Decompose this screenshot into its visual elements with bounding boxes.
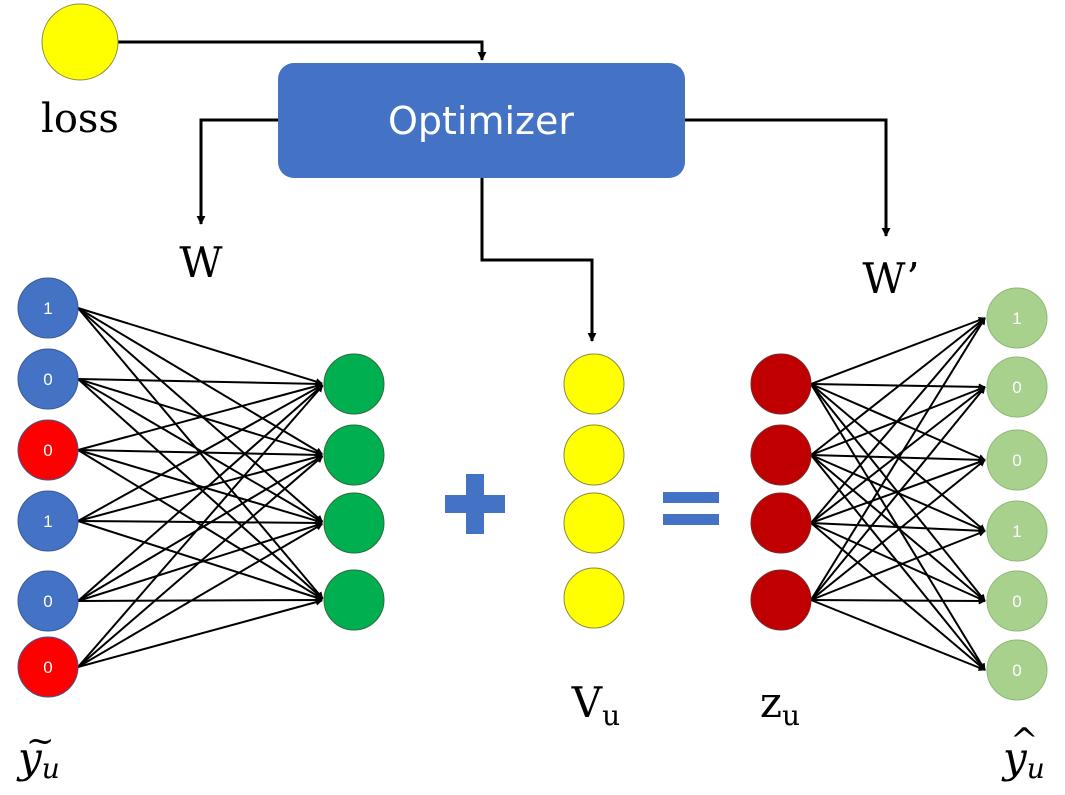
zu-node xyxy=(750,569,812,631)
encoder-edge xyxy=(77,455,324,668)
decoder-edge xyxy=(810,458,986,524)
hidden-node xyxy=(323,492,385,554)
zu-node xyxy=(750,424,812,486)
loss-node xyxy=(41,3,119,81)
optimizer-flow xyxy=(118,40,891,342)
svg-text:~: ~ xyxy=(26,721,55,761)
vu-node xyxy=(563,353,625,415)
output-node xyxy=(986,287,1048,349)
optimizer-to-vu-arrow xyxy=(480,178,597,342)
encoder-edge xyxy=(77,378,323,388)
w-prime-label: W’ xyxy=(862,254,919,303)
encoder-edge xyxy=(77,307,323,385)
decoder-edge xyxy=(810,386,986,601)
output-node-value: 0 xyxy=(1012,378,1021,397)
output-layer: 1 0 0 1 0 0 xyxy=(986,287,1048,701)
decoder-edge xyxy=(810,317,986,456)
decoder-edge xyxy=(810,317,986,524)
svg-text:yu: yu xyxy=(1001,733,1045,785)
encoder-edge xyxy=(77,598,323,668)
encoder-edge xyxy=(77,520,323,601)
encoder-edge xyxy=(77,596,323,604)
decoder-edge xyxy=(810,522,986,535)
input-node-value: 0 xyxy=(43,592,52,611)
hidden-node xyxy=(323,569,385,631)
input-node xyxy=(17,490,79,552)
vu-node xyxy=(563,492,625,554)
vu-node xyxy=(563,567,625,629)
encoder-edge xyxy=(77,378,323,523)
output-node-value: 0 xyxy=(1012,451,1021,470)
encoder-edge xyxy=(77,449,323,600)
output-node xyxy=(986,639,1048,701)
output-node-value: 0 xyxy=(1012,592,1021,611)
w-label: W xyxy=(179,238,223,287)
loss-to-optimizer-arrow xyxy=(118,40,487,61)
svg-text:^: ^ xyxy=(1010,721,1039,761)
output-node-value: 1 xyxy=(1012,309,1021,328)
output-node-value: 1 xyxy=(1012,522,1021,541)
output-node-value: 0 xyxy=(1012,661,1021,680)
encoder-edge xyxy=(77,453,323,522)
encoder-edge xyxy=(77,455,323,602)
zu-layer xyxy=(750,353,812,631)
decoder-edge xyxy=(810,522,986,671)
decoder-edge xyxy=(810,522,986,602)
hidden-node xyxy=(323,353,385,415)
encoder-edge xyxy=(77,384,323,522)
decoder-edge xyxy=(810,386,986,524)
output-node xyxy=(986,429,1048,491)
decoder-edge xyxy=(810,599,986,671)
y-tilde-label: ~ yu xyxy=(16,721,60,785)
encoder-connections xyxy=(77,307,324,668)
optimizer-to-w-prime-arrow xyxy=(685,118,891,237)
input-node-value: 0 xyxy=(43,370,52,389)
equals-icon xyxy=(663,492,719,525)
input-node-value: 0 xyxy=(43,441,52,460)
input-node-value: 0 xyxy=(43,658,52,677)
input-node-value: 1 xyxy=(43,299,52,318)
plus-icon xyxy=(445,474,505,534)
hidden-node xyxy=(323,424,385,486)
output-node xyxy=(986,356,1048,418)
input-layer: 1 0 0 1 0 0 xyxy=(17,277,79,698)
output-node xyxy=(986,570,1048,632)
encoder-edge xyxy=(77,307,324,523)
input-node xyxy=(17,419,79,481)
optimizer-to-w-arrow xyxy=(196,118,278,225)
decoder-edge xyxy=(810,597,986,605)
optimizer-label: Optimizer xyxy=(388,99,574,143)
input-node xyxy=(17,570,79,632)
output-node xyxy=(986,500,1048,562)
svg-text:yu: yu xyxy=(16,733,60,785)
vu-node xyxy=(563,424,625,486)
vu-label: Vu xyxy=(571,678,620,732)
zu-node xyxy=(750,492,812,554)
vu-layer xyxy=(563,353,625,629)
loss-label: loss xyxy=(41,96,119,142)
decoder-edge xyxy=(810,530,986,601)
y-hat-label: ^ yu xyxy=(1001,721,1045,785)
input-node-value: 1 xyxy=(43,512,52,531)
encoder-edge xyxy=(77,519,323,527)
encoder-edge xyxy=(77,384,324,668)
input-node xyxy=(17,277,79,339)
zu-node xyxy=(750,353,812,415)
encoder-edge xyxy=(77,523,323,668)
hidden-layer xyxy=(323,353,385,631)
encoder-edge xyxy=(77,449,323,524)
encoder-edge xyxy=(77,382,323,451)
input-node xyxy=(17,636,79,698)
decoder-edge xyxy=(810,317,986,601)
decoder-edge xyxy=(810,459,986,601)
encoder-edge xyxy=(77,384,324,602)
decoder-connections xyxy=(810,316,986,671)
input-node xyxy=(17,348,79,410)
decoder-edge xyxy=(810,316,986,385)
optimizer-box xyxy=(278,63,685,178)
zu-label: zu xyxy=(760,678,800,732)
